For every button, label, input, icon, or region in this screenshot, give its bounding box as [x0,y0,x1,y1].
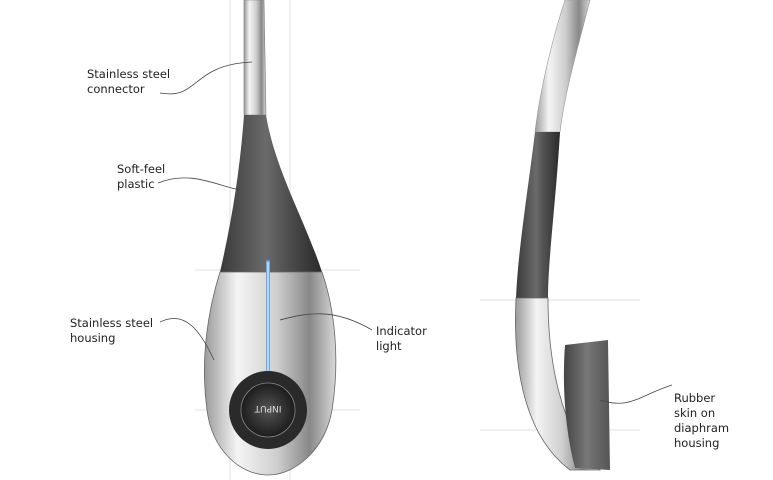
label-line: connector [87,82,145,96]
label-stainless-steel-connector: Stainless steel connector [87,67,170,97]
label-line: Stainless steel [70,316,154,330]
front-view: INPUT [203,0,337,476]
label-stainless-steel-housing: Stainless steel housing [70,316,153,346]
label-line: Rubber [674,391,716,405]
label-soft-feel-plastic: Soft-feel plastic [117,162,165,192]
label-indicator-light: Indicator light [376,324,427,354]
rubber-diaphragm [563,340,610,470]
label-line: Indicator [376,324,427,338]
label-line: Soft-feel [117,162,166,176]
label-line: skin on diaphram [674,406,730,435]
input-button [240,382,296,438]
label-line: light [376,339,402,353]
input-button-text: INPUT [254,403,281,413]
label-line: Stainless steel [87,67,171,81]
label-line: housing [674,436,720,450]
label-line: housing [70,331,116,345]
label-line: plastic [117,177,155,191]
label-rubber-skin: Rubber skin on diaphram housing [674,391,773,451]
leader-lines [157,61,673,404]
side-view [515,0,610,471]
